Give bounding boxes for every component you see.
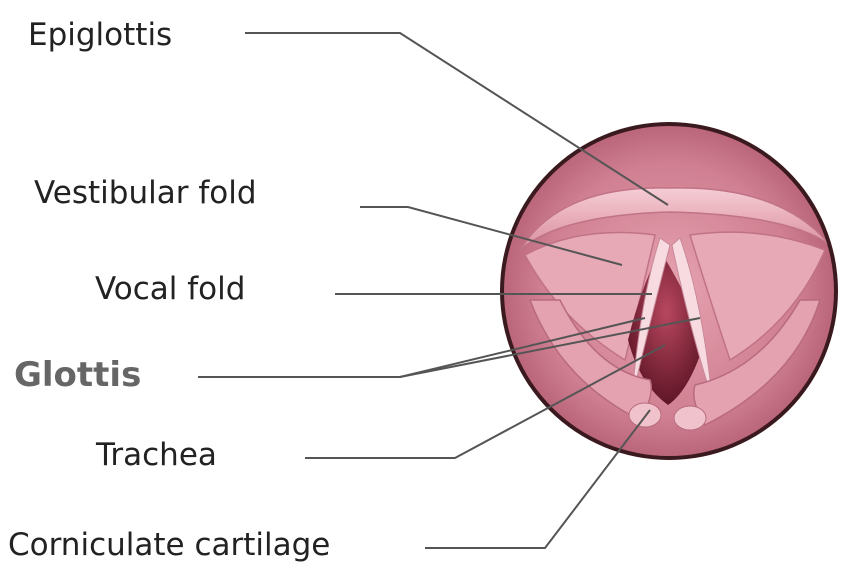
leader-lines	[198, 32, 701, 549]
vestibular-fold-right	[689, 231, 826, 362]
label-vestibular-fold: Vestibular fold	[34, 175, 257, 211]
label-trachea: Trachea	[96, 437, 217, 473]
laryngoscope-view	[500, 122, 838, 460]
label-corniculate-cartilage: Corniculate cartilage	[8, 527, 331, 563]
leader-glottis-b	[399, 317, 701, 378]
corniculate-cartilage-right	[673, 405, 707, 431]
leader-corniculate-cartilage	[425, 409, 651, 549]
aryepiglottic-fold-left	[528, 299, 652, 421]
aryepiglottic-fold-right	[693, 299, 822, 426]
label-epiglottis: Epiglottis	[28, 17, 173, 53]
label-glottis: Glottis	[14, 355, 142, 395]
leader-vestibular-fold	[360, 206, 623, 266]
label-vocal-fold: Vocal fold	[95, 271, 246, 307]
leader-epiglottis	[245, 32, 669, 206]
leader-trachea	[305, 344, 666, 459]
